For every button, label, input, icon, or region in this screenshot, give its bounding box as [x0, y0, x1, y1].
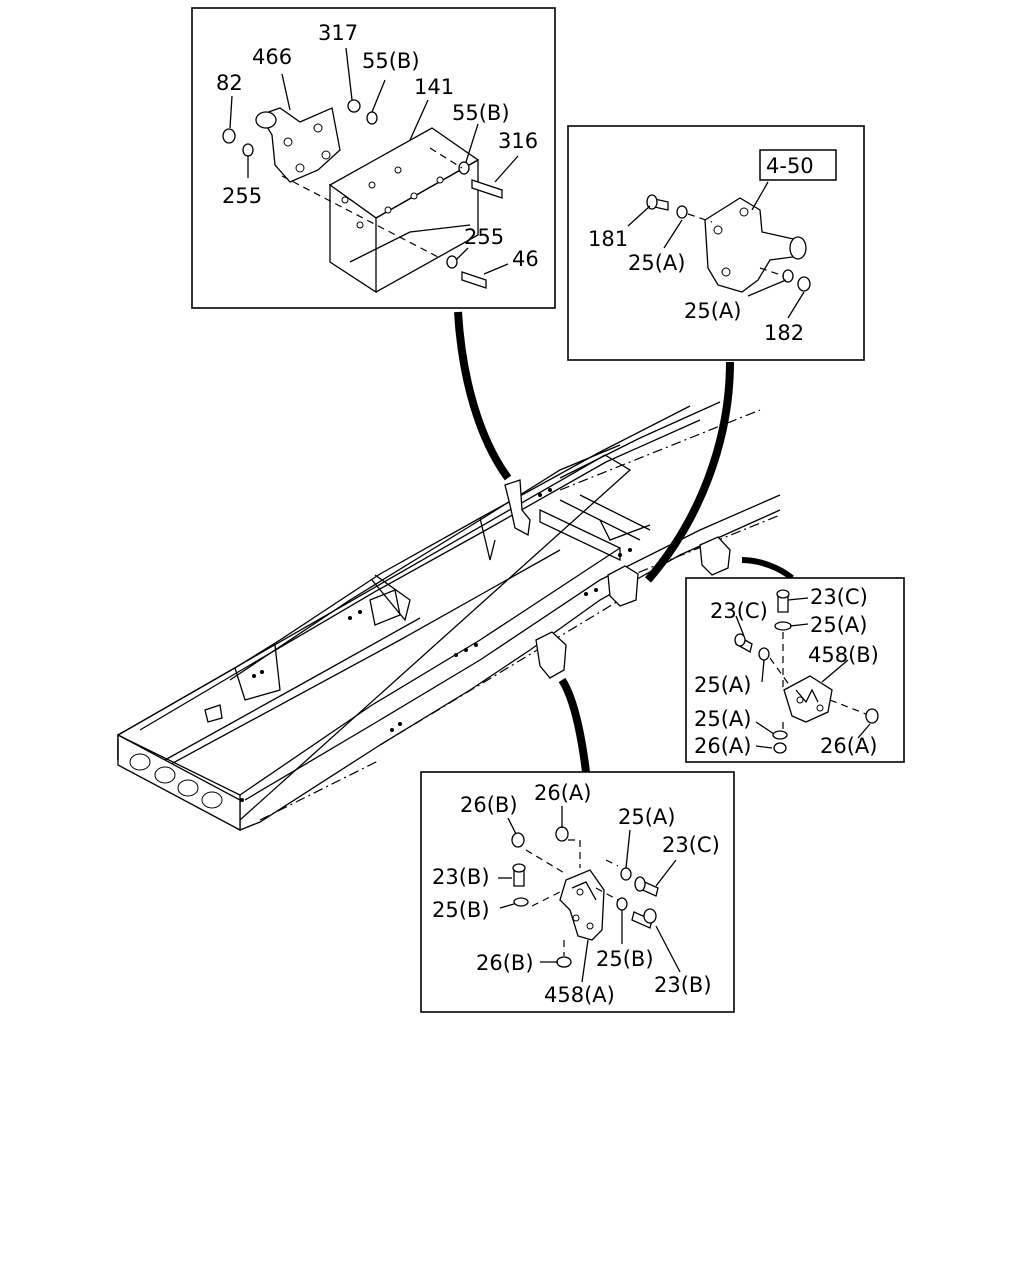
- label-23b-right: 23(B): [654, 973, 712, 997]
- label-316: 316: [498, 129, 538, 153]
- ref-box-4-50: [759, 149, 837, 181]
- label-466: 466: [252, 45, 292, 69]
- frame-rivets: [240, 488, 632, 802]
- label-255-right: 255: [464, 225, 504, 249]
- label-55b-right: 55(B): [452, 101, 510, 125]
- label-25b-right: 25(B): [596, 947, 654, 971]
- label-25a-lower: 25(A): [684, 299, 741, 323]
- label-23b-left: 23(B): [432, 865, 490, 889]
- label-181: 181: [588, 227, 628, 251]
- ref-label-4-50: 4-50: [766, 154, 814, 178]
- callout-leaders: [454, 311, 794, 773]
- label-458b: 458(B): [808, 643, 879, 667]
- label-458a: 458(A): [544, 983, 615, 1007]
- detail-box-mid-right: 23(C) 23(C) 25(A) 458(B) 25(A) 25(A) 26(…: [685, 577, 905, 763]
- label-23c-right: 23(C): [810, 585, 868, 609]
- label-25a-mid: 25(A): [694, 673, 751, 697]
- label-26a-left: 26(A): [694, 734, 751, 758]
- label-25a-upper: 25(A): [628, 251, 685, 275]
- label-255-left: 255: [222, 184, 262, 208]
- detail-box-top-right: 4-50 181 25(A) 25(A) 182: [567, 125, 865, 361]
- label-141: 141: [414, 75, 454, 99]
- chassis-frame: [117, 401, 781, 832]
- label-317: 317: [318, 21, 358, 45]
- detail-box-bottom: 26(B) 26(A) 25(A) 23(C) 23(B) 25(B) 26(B…: [420, 771, 735, 1013]
- detail-box-top-left: 317 466 55(B) 82 141 55(B) 316 255 255 4…: [191, 7, 556, 309]
- label-26b-top: 26(B): [460, 793, 518, 817]
- label-25a: 25(A): [618, 805, 675, 829]
- label-25a-top: 25(A): [810, 613, 867, 637]
- label-23c: 23(C): [662, 833, 720, 857]
- label-26b-bottom: 26(B): [476, 951, 534, 975]
- label-182: 182: [764, 321, 804, 345]
- label-23c-left: 23(C): [710, 599, 768, 623]
- label-25b-left: 25(B): [432, 898, 490, 922]
- label-25a-low: 25(A): [694, 707, 751, 731]
- label-55b-top: 55(B): [362, 49, 420, 73]
- label-26a-top: 26(A): [534, 781, 591, 805]
- label-82: 82: [216, 71, 243, 95]
- label-46: 46: [512, 247, 539, 271]
- label-26a-right: 26(A): [820, 734, 877, 758]
